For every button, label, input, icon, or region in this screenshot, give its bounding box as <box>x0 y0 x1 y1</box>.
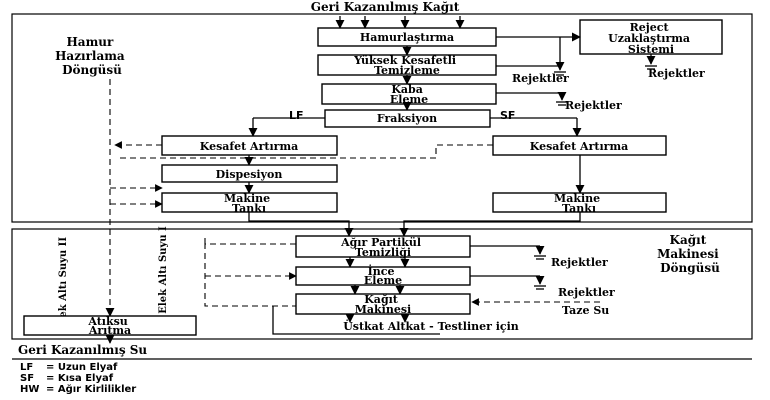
svg-text:Reject Uzaklaştırma: Reject Uzaklaştırma Sistemi <box>608 21 694 56</box>
legend-item-sf: SF = Kısa Elyaf <box>20 373 114 384</box>
svg-text:Makine Tankı: Makine Tankı <box>224 192 274 215</box>
box-hamurlastirma: Hamurlaştırma <box>317 27 497 47</box>
rejects-label-3: Rejektler <box>565 99 622 112</box>
machine-loop-label: Kağıt Makinesi Döngüsü <box>657 233 723 275</box>
output-label: Üstkat Altkat - Testliner için <box>343 319 519 333</box>
svg-text:Yüksek Kesafetli Temizle: Yüksek Kesafetli Temizleme <box>353 54 460 77</box>
recovered-water-label: Geri Kazanılmış Su <box>18 343 147 357</box>
taze-su-label: Taze Su <box>562 304 609 317</box>
svg-text:Dispesiyon: Dispesiyon <box>216 168 283 181</box>
box-kesafet-artirma-left: Kesafet Artırma <box>161 135 338 156</box>
diagram-title: Geri Kazanılmış Kağıt <box>311 0 460 14</box>
lf-label: LF <box>289 109 304 122</box>
box-makine-tanki-right: Makine Tankı <box>492 192 667 215</box>
box-kagit-makinesi: Kağıt Makinesi <box>295 293 471 316</box>
svg-text:Atıksu Arıtma: Atıksu Arıtma <box>87 315 131 337</box>
box-fraksiyon: Fraksiyon <box>324 109 491 128</box>
svg-text:Hamurlaştırma: Hamurlaştırma <box>360 31 454 44</box>
svg-text:Ağır Partikül Temizliği: Ağır Partikül Temizliği <box>340 236 425 259</box>
svg-text:Fraksiyon: Fraksiyon <box>377 112 437 125</box>
svg-text:Kesafet Artırma: Kesafet Artırma <box>200 140 298 153</box>
box-kesafet-artirma-right: Kesafet Artırma <box>492 135 667 156</box>
svg-text:Kesafet Artırma: Kesafet Artırma <box>530 140 628 153</box>
box-agir-partikul-temizligi: Ağır Partikül Temizliği <box>295 235 471 259</box>
legend: LF = Uzun Elyaf SF = Kısa Elyaf HW = Ağı… <box>20 362 136 395</box>
box-yuksek-kesafetli-temizleme: Yüksek Kesafetli Temizleme <box>317 54 497 77</box>
rejects-label-2: Rejektler <box>512 72 569 85</box>
svg-text:İnce Eleme: İnce Eleme <box>364 264 402 287</box>
paper-machine-loop-frame <box>11 228 753 340</box>
rejects-label-1: Rejektler <box>648 67 705 80</box>
svg-text:Kağıt Makinesi: Kağıt Makinesi <box>355 293 411 316</box>
legend-item-lf: LF = Uzun Elyaf <box>20 362 118 373</box>
box-atiksu-aritma: Atıksu Arıtma <box>23 315 197 337</box>
sf-label: SF <box>500 109 515 122</box>
box-dispesiyon: Dispesiyon <box>161 164 338 183</box>
wire-water-1-label: Elek Altı Suyu I <box>158 226 169 314</box>
svg-text:Kaba Eleme: Kaba Eleme <box>390 83 428 106</box>
wire-water-2-label: Elek Altı Suyu II <box>58 237 69 329</box>
pulp-loop-label: Hamur Hazırlama Döngüsü <box>55 35 129 77</box>
rejects-label-5: Rejektler <box>558 286 615 299</box>
box-reject-system: Reject Uzaklaştırma Sistemi <box>579 19 723 56</box>
legend-item-hw: HW = Ağır Kirlilikler <box>20 383 136 395</box>
box-makine-tanki-left: Makine Tankı <box>161 192 338 215</box>
pulp-preparation-loop-frame <box>11 13 753 223</box>
box-kaba-eleme: Kaba Eleme <box>321 83 497 106</box>
svg-text:Makine Tankı: Makine Tankı <box>554 192 604 215</box>
box-ince-eleme: İnce Eleme <box>295 264 471 287</box>
rejects-label-4: Rejektler <box>551 256 608 269</box>
